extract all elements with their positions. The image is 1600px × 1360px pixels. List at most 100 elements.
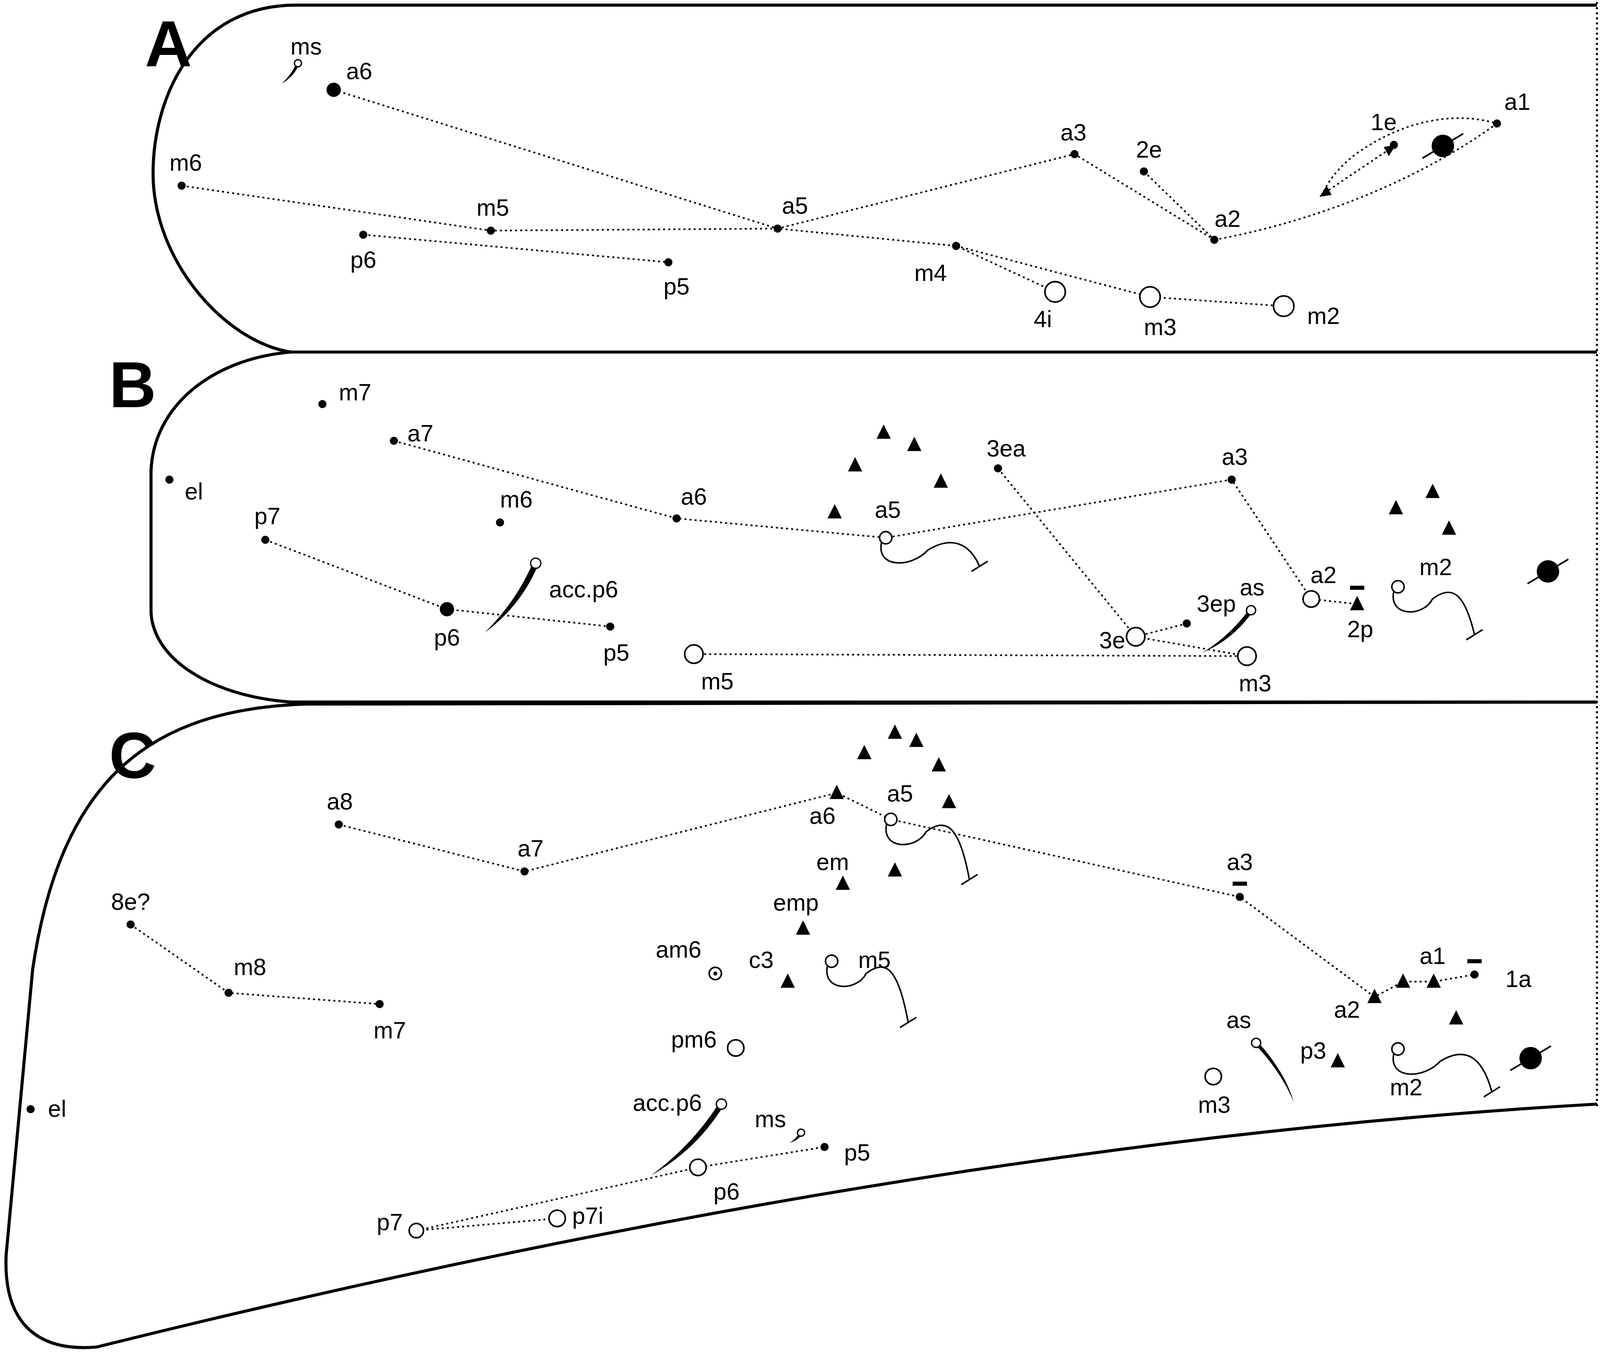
seta-socket	[1205, 1068, 1222, 1085]
seta-socket	[1246, 605, 1256, 615]
seta-label: p7	[254, 504, 281, 529]
sensillum	[1395, 973, 1411, 988]
seta-dot	[1182, 619, 1191, 628]
eye-line	[1527, 559, 1569, 584]
seta-label: a1	[1504, 90, 1531, 114]
seta-dot	[224, 988, 233, 998]
panel-letter: B	[109, 352, 157, 418]
macroseta	[326, 82, 341, 98]
seta-label: p5	[663, 275, 690, 299]
macrochaeta	[484, 563, 539, 633]
figure-panel: A	[122, 5, 1593, 351]
eye-line	[1510, 1045, 1552, 1071]
seta-dot	[261, 535, 270, 545]
seta-label: 8e?	[111, 890, 151, 914]
seta-socket	[1237, 646, 1257, 666]
seta-line	[338, 792, 1475, 998]
sensillum	[1367, 988, 1382, 1003]
seta-label: 4i	[1033, 307, 1052, 332]
seta-label: el	[48, 1097, 67, 1121]
sensillum	[827, 504, 842, 519]
sensillum-end	[971, 561, 988, 572]
seta-label: ms	[290, 35, 322, 59]
bar-mark	[1350, 585, 1365, 590]
seta-dot	[952, 241, 961, 251]
figure-panel: B	[101, 354, 1592, 700]
seta-dot	[1227, 475, 1236, 484]
seta-dot	[495, 518, 505, 527]
panel-letter: A	[144, 11, 192, 77]
seta-socket	[727, 1040, 744, 1057]
sensillum	[931, 757, 947, 772]
double-arrow	[1324, 148, 1390, 193]
seta-dot	[26, 1105, 36, 1114]
seta-socket	[884, 813, 898, 826]
seta-line	[181, 185, 1056, 293]
seta-line	[997, 468, 1247, 657]
sensillum	[1449, 1010, 1464, 1025]
seta-label: 2p	[1347, 617, 1374, 642]
seta-socket	[409, 1223, 424, 1238]
seta-label: as	[1239, 575, 1265, 600]
sensillum	[1425, 483, 1440, 498]
seta-dot	[318, 400, 327, 409]
seta-label: 1e	[1370, 110, 1398, 135]
seta-label: a2	[1310, 563, 1337, 588]
seta-label: a5	[874, 498, 902, 522]
seta-socket	[1126, 627, 1145, 646]
seta-label: 3e	[1099, 629, 1126, 653]
sensillum	[1330, 1053, 1345, 1068]
seta-dot	[389, 436, 399, 445]
seta-label: ms	[754, 1107, 787, 1132]
sensillum	[907, 436, 922, 451]
seta-label: emp	[772, 891, 819, 915]
seta-line	[693, 653, 1247, 656]
bar-mark	[1232, 881, 1247, 886]
sensillum	[941, 794, 957, 809]
sensillum	[1441, 520, 1457, 535]
seta-socket	[797, 1129, 805, 1137]
seta-line	[1143, 171, 1215, 240]
seta-label: m5	[858, 948, 891, 972]
macrochaeta	[1201, 610, 1254, 654]
sensillum	[1350, 595, 1365, 611]
seta-label: m8	[233, 955, 267, 980]
eye-line	[1422, 133, 1464, 159]
bar-mark	[1467, 959, 1482, 964]
seta-socket	[1139, 286, 1161, 307]
seta-label: m2	[1419, 555, 1452, 580]
seta-label: a2	[1333, 998, 1360, 1023]
seta-label: a7	[517, 837, 544, 861]
seta-label: a3	[1221, 445, 1248, 469]
seta-dot	[359, 230, 368, 239]
seta-socket	[1391, 580, 1405, 594]
seta-dot	[713, 971, 718, 976]
seta-label: a6	[680, 485, 708, 509]
seta-label: a1	[1419, 944, 1446, 968]
seta-label: p5	[844, 1141, 871, 1165]
seta-label: a5	[781, 194, 808, 218]
seta-line	[130, 924, 380, 1005]
sensillum-end	[1483, 1086, 1501, 1097]
sensillum	[909, 732, 924, 748]
curled-sensillum	[880, 541, 980, 567]
seta-label: m3	[1143, 315, 1177, 340]
midline	[1596, 1, 1599, 1108]
seta-label: pm6	[671, 1028, 717, 1052]
seta-dot	[1210, 235, 1219, 244]
seta-socket	[1251, 1038, 1261, 1048]
sensillum	[857, 745, 872, 760]
sensillum	[829, 784, 844, 800]
arrow-head	[1319, 144, 1396, 198]
seta-label: m6	[499, 488, 533, 512]
sensillum	[848, 457, 863, 472]
seta-socket	[1391, 1042, 1405, 1056]
panel-outline	[5, 702, 1597, 1348]
seta-label: m7	[338, 381, 372, 405]
seta-line	[363, 234, 669, 263]
seta-label: a5	[886, 782, 914, 806]
seta-dot	[334, 820, 344, 829]
seta-socket	[1273, 296, 1294, 317]
sensillum	[887, 724, 903, 739]
seta-socket	[689, 1159, 707, 1176]
